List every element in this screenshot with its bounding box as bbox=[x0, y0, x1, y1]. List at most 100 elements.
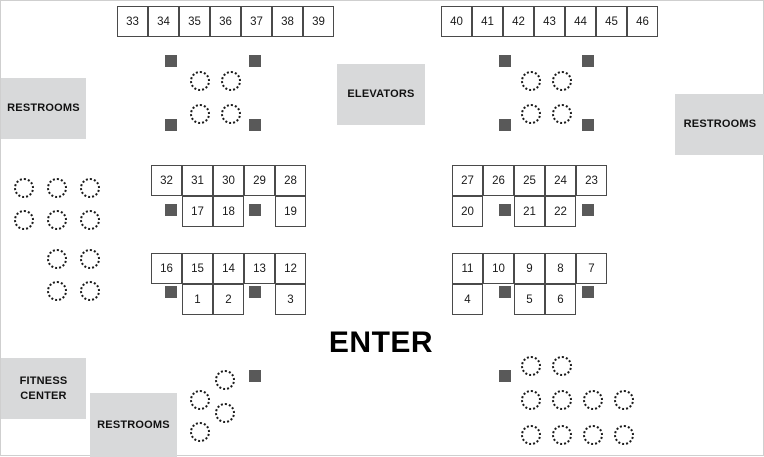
round-table bbox=[47, 178, 67, 198]
booth-22[interactable]: 22 bbox=[545, 196, 576, 227]
booth-46[interactable]: 46 bbox=[627, 6, 658, 37]
booth-9[interactable]: 9 bbox=[514, 253, 545, 284]
elevators-label: ELEVATORS bbox=[347, 88, 415, 101]
booth-24[interactable]: 24 bbox=[545, 165, 576, 196]
booth-32[interactable]: 32 bbox=[151, 165, 182, 196]
round-table bbox=[190, 104, 210, 124]
round-table bbox=[552, 425, 572, 445]
round-table bbox=[80, 210, 100, 230]
booth-15[interactable]: 15 bbox=[182, 253, 213, 284]
restrooms-bottom[interactable]: RESTROOMS bbox=[90, 393, 177, 457]
fitness-line-2: CENTER bbox=[20, 389, 67, 402]
booth-43[interactable]: 43 bbox=[534, 6, 565, 37]
booth-39[interactable]: 39 bbox=[303, 6, 334, 37]
restrooms-bottom-label: RESTROOMS bbox=[97, 418, 170, 431]
booth-12[interactable]: 12 bbox=[275, 253, 306, 284]
booth-2[interactable]: 2 bbox=[213, 284, 244, 315]
round-table bbox=[521, 356, 541, 376]
booth-19[interactable]: 19 bbox=[275, 196, 306, 227]
pillar-marker bbox=[165, 119, 177, 131]
booth-4[interactable]: 4 bbox=[452, 284, 483, 315]
round-table bbox=[215, 370, 235, 390]
booth-17[interactable]: 17 bbox=[182, 196, 213, 227]
pillar-marker bbox=[499, 204, 511, 216]
booth-3[interactable]: 3 bbox=[275, 284, 306, 315]
round-table bbox=[47, 249, 67, 269]
restrooms-top-left[interactable]: RESTROOMS bbox=[1, 78, 86, 139]
booth-7[interactable]: 7 bbox=[576, 253, 607, 284]
booth-33[interactable]: 33 bbox=[117, 6, 148, 37]
booth-5[interactable]: 5 bbox=[514, 284, 545, 315]
booth-44[interactable]: 44 bbox=[565, 6, 596, 37]
booth-6[interactable]: 6 bbox=[545, 284, 576, 315]
booth-27[interactable]: 27 bbox=[452, 165, 483, 196]
booth-42[interactable]: 42 bbox=[503, 6, 534, 37]
round-table bbox=[552, 104, 572, 124]
booth-20[interactable]: 20 bbox=[452, 196, 483, 227]
round-table bbox=[190, 422, 210, 442]
round-table bbox=[583, 425, 603, 445]
booth-36[interactable]: 36 bbox=[210, 6, 241, 37]
round-table bbox=[80, 281, 100, 301]
pillar-marker bbox=[165, 55, 177, 67]
elevators[interactable]: ELEVATORS bbox=[337, 64, 425, 125]
booth-18[interactable]: 18 bbox=[213, 196, 244, 227]
round-table bbox=[521, 425, 541, 445]
booth-40[interactable]: 40 bbox=[441, 6, 472, 37]
booth-41[interactable]: 41 bbox=[472, 6, 503, 37]
round-table bbox=[80, 178, 100, 198]
round-table bbox=[14, 210, 34, 230]
booth-37[interactable]: 37 bbox=[241, 6, 272, 37]
restrooms-right-label: RESTROOMS bbox=[683, 118, 757, 131]
pillar-marker bbox=[582, 119, 594, 131]
booth-30[interactable]: 30 bbox=[213, 165, 244, 196]
restrooms-right[interactable]: RESTROOMS bbox=[675, 94, 764, 155]
round-table bbox=[190, 390, 210, 410]
booth-1[interactable]: 1 bbox=[182, 284, 213, 315]
pillar-marker bbox=[499, 119, 511, 131]
booth-28[interactable]: 28 bbox=[275, 165, 306, 196]
round-table bbox=[47, 281, 67, 301]
pillar-marker bbox=[249, 119, 261, 131]
round-table bbox=[215, 403, 235, 423]
booth-23[interactable]: 23 bbox=[576, 165, 607, 196]
pillar-marker bbox=[499, 55, 511, 67]
round-table bbox=[80, 249, 100, 269]
booth-11[interactable]: 11 bbox=[452, 253, 483, 284]
booth-38[interactable]: 38 bbox=[272, 6, 303, 37]
booth-21[interactable]: 21 bbox=[514, 196, 545, 227]
booth-35[interactable]: 35 bbox=[179, 6, 210, 37]
booth-8[interactable]: 8 bbox=[545, 253, 576, 284]
booth-45[interactable]: 45 bbox=[596, 6, 627, 37]
round-table bbox=[552, 356, 572, 376]
round-table bbox=[614, 425, 634, 445]
round-table bbox=[521, 71, 541, 91]
pillar-marker bbox=[249, 286, 261, 298]
round-table bbox=[521, 104, 541, 124]
booth-14[interactable]: 14 bbox=[213, 253, 244, 284]
pillar-marker bbox=[499, 286, 511, 298]
booth-13[interactable]: 13 bbox=[244, 253, 275, 284]
booth-26[interactable]: 26 bbox=[483, 165, 514, 196]
pillar-marker bbox=[249, 204, 261, 216]
booth-31[interactable]: 31 bbox=[182, 165, 213, 196]
booth-29[interactable]: 29 bbox=[244, 165, 275, 196]
pillar-marker bbox=[499, 370, 511, 382]
round-table bbox=[47, 210, 67, 230]
round-table bbox=[190, 71, 210, 91]
booth-25[interactable]: 25 bbox=[514, 165, 545, 196]
pillar-marker bbox=[582, 286, 594, 298]
pillar-marker bbox=[165, 204, 177, 216]
entrance-label: ENTER bbox=[328, 326, 434, 359]
round-table bbox=[221, 104, 241, 124]
booth-34[interactable]: 34 bbox=[148, 6, 179, 37]
booth-10[interactable]: 10 bbox=[483, 253, 514, 284]
pillar-marker bbox=[249, 55, 261, 67]
round-table bbox=[521, 390, 541, 410]
booth-16[interactable]: 16 bbox=[151, 253, 182, 284]
pillar-marker bbox=[165, 286, 177, 298]
pillar-marker bbox=[582, 204, 594, 216]
